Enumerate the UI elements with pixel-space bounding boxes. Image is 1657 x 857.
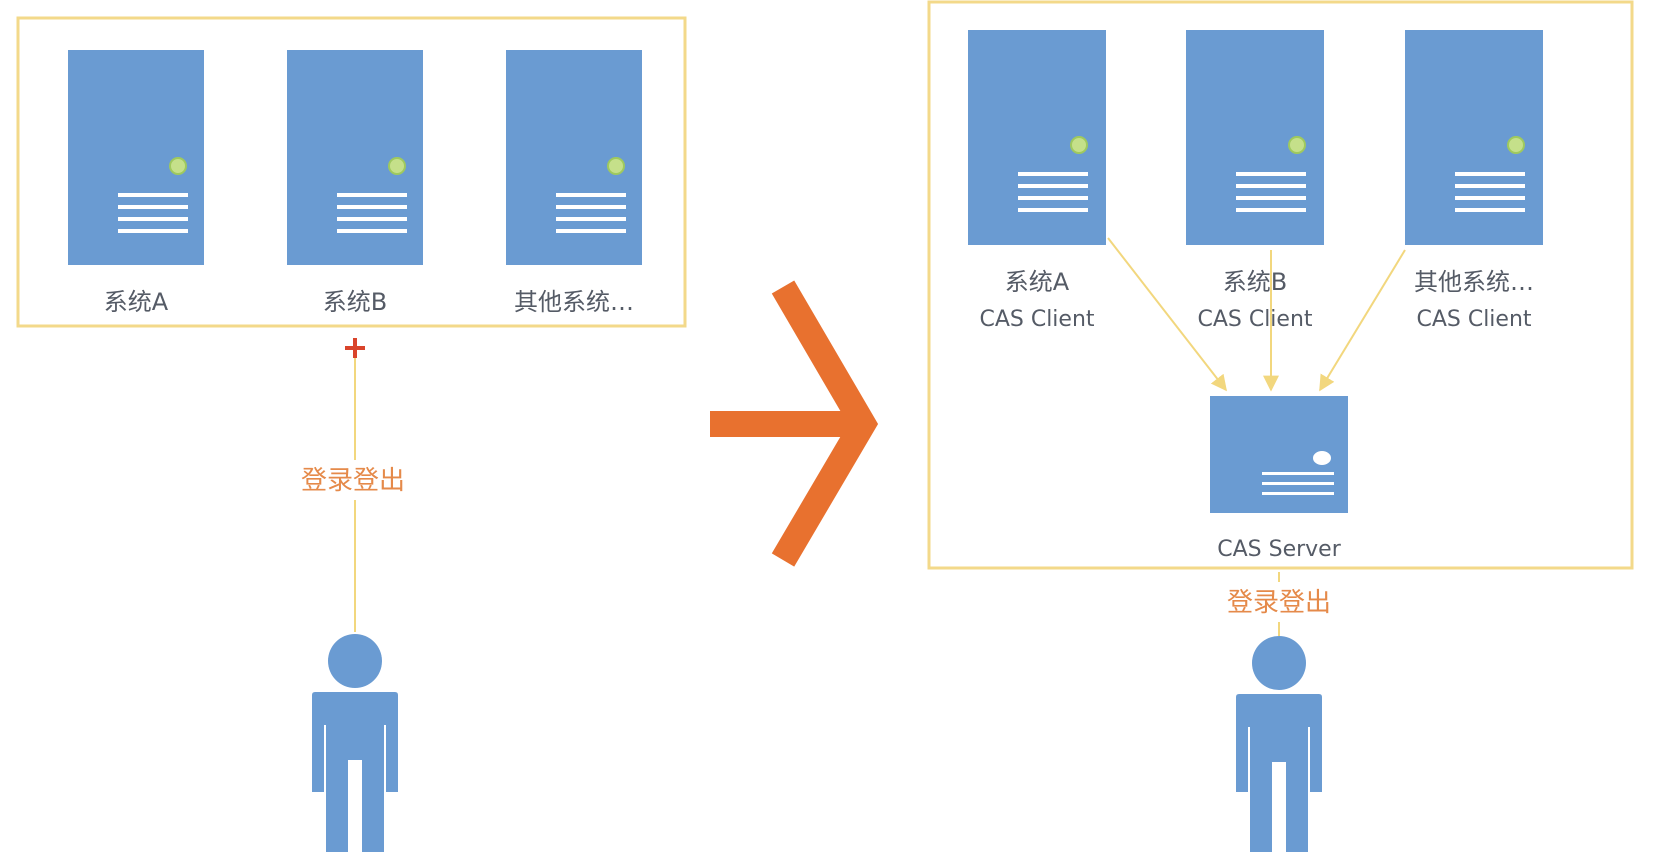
client-other-to-server-arrow [1319,249,1406,392]
left-system-group: 系统A 系统B 其他系统… 登录登出 [16,16,687,852]
left-system-label: 其他系统… [514,288,634,316]
right-arrow-icon [710,280,879,567]
client-system-label: 系统B [1223,268,1287,296]
client-system-label: 其他系统… [1414,268,1534,296]
right-system-group: 系统A CAS Client 系统B CAS Client 其他系统… CAS … [927,0,1634,852]
client-system-label: 系统A [1005,268,1070,296]
client-a-to-server-arrow [1107,237,1227,392]
server-icon [1210,396,1348,513]
right-login-logout-label: 登录登出 [1227,588,1331,618]
left-system-label: 系统A [104,288,169,316]
client-type-label: CAS Client [979,307,1094,332]
plus-marker-icon [345,338,365,358]
server-icon [68,50,204,265]
client-type-label: CAS Client [1416,307,1531,332]
server-icon [287,50,423,265]
left-system-label: 系统B [323,288,387,316]
server-icon [506,50,642,265]
cas-server-label: CAS Server [1217,537,1341,562]
person-icon [312,634,398,852]
left-login-logout-label: 登录登出 [301,466,405,496]
server-icon [1186,30,1324,245]
left-system-box [16,16,687,328]
person-icon [1236,636,1322,852]
server-icon [1405,30,1543,245]
client-type-label: CAS Client [1197,307,1312,332]
right-system-box [927,0,1634,570]
server-icon [968,30,1106,245]
